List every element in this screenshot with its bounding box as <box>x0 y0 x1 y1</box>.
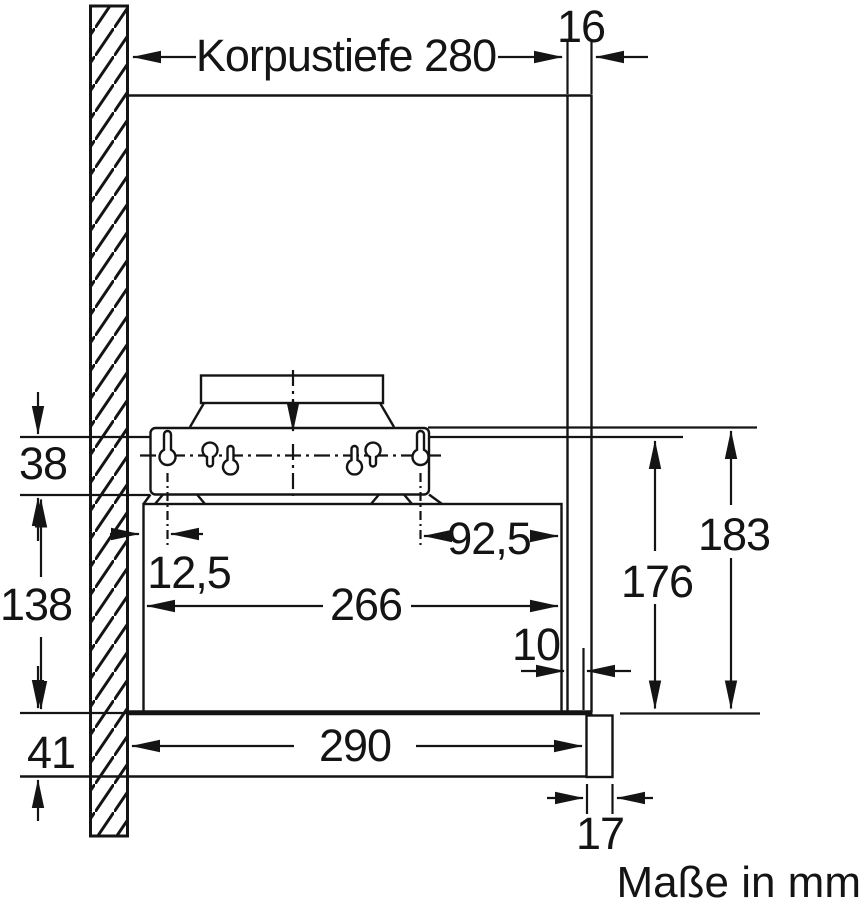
dim-label-41: 41 <box>27 727 75 778</box>
dim-hood-depth: 266 <box>146 579 559 630</box>
screw-axis-lines <box>166 473 422 549</box>
dim-visor-depth: 290 <box>131 720 583 771</box>
dim-plate-top-height: 183 <box>428 426 771 710</box>
dim-label-176: 176 <box>621 556 693 607</box>
keyhole-slot-inner-3 <box>345 444 364 476</box>
dim-label-92-5: 92,5 <box>447 513 531 564</box>
dim-label-16: 16 <box>557 1 605 52</box>
keyhole-slot-inner-2 <box>221 444 240 476</box>
dim-label-183: 183 <box>698 509 770 560</box>
duct-collar-flares <box>188 402 396 428</box>
dim-front-panel-thickness: 16 <box>557 1 648 64</box>
keyhole-slot-inner-4 <box>364 441 382 468</box>
visor-front-panel <box>585 714 614 779</box>
dim-visor-height: 41 <box>20 666 126 821</box>
dim-label-17: 17 <box>576 808 624 859</box>
wall-hatch <box>89 4 129 838</box>
panel-extension-lines <box>566 40 593 94</box>
dim-visor-front-thickness: 17 <box>547 784 653 859</box>
dim-label-10: 10 <box>512 619 560 670</box>
plate-feet <box>142 493 443 505</box>
dim-screw-front-offset: 12,5 <box>110 527 232 598</box>
dim-label-138: 138 <box>0 579 72 630</box>
dim-label-290: 290 <box>319 720 391 771</box>
mounting-plate-outline <box>149 426 431 496</box>
wall-section <box>89 4 129 838</box>
cabinet-outline <box>127 40 593 712</box>
dim-label-266: 266 <box>330 579 402 630</box>
dim-cabinet-depth: Korpustiefe 280 <box>132 30 563 81</box>
hood-body <box>142 502 563 714</box>
pullout-visor <box>20 710 614 779</box>
dim-label-12-5: 12,5 <box>147 547 231 598</box>
dim-hood-height: 138 <box>0 498 73 710</box>
dim-panel-gap: 10 <box>512 619 631 710</box>
unit-note: Maße in mm <box>617 858 861 900</box>
dim-duct-top-offset: 38 <box>19 392 683 541</box>
keyhole-slot-right <box>411 429 430 467</box>
mounting-plate <box>140 370 443 549</box>
keyhole-slot-inner-1 <box>201 441 219 468</box>
dim-screw-line-height: 176 <box>620 440 760 715</box>
hood-body-outline <box>142 502 563 714</box>
dim-screw-rear-offset: 92,5 <box>423 513 559 564</box>
keyhole-slot-left <box>158 429 177 467</box>
dim-label-38: 38 <box>19 438 67 489</box>
dim-label-cabinet-depth: Korpustiefe 280 <box>196 30 496 81</box>
